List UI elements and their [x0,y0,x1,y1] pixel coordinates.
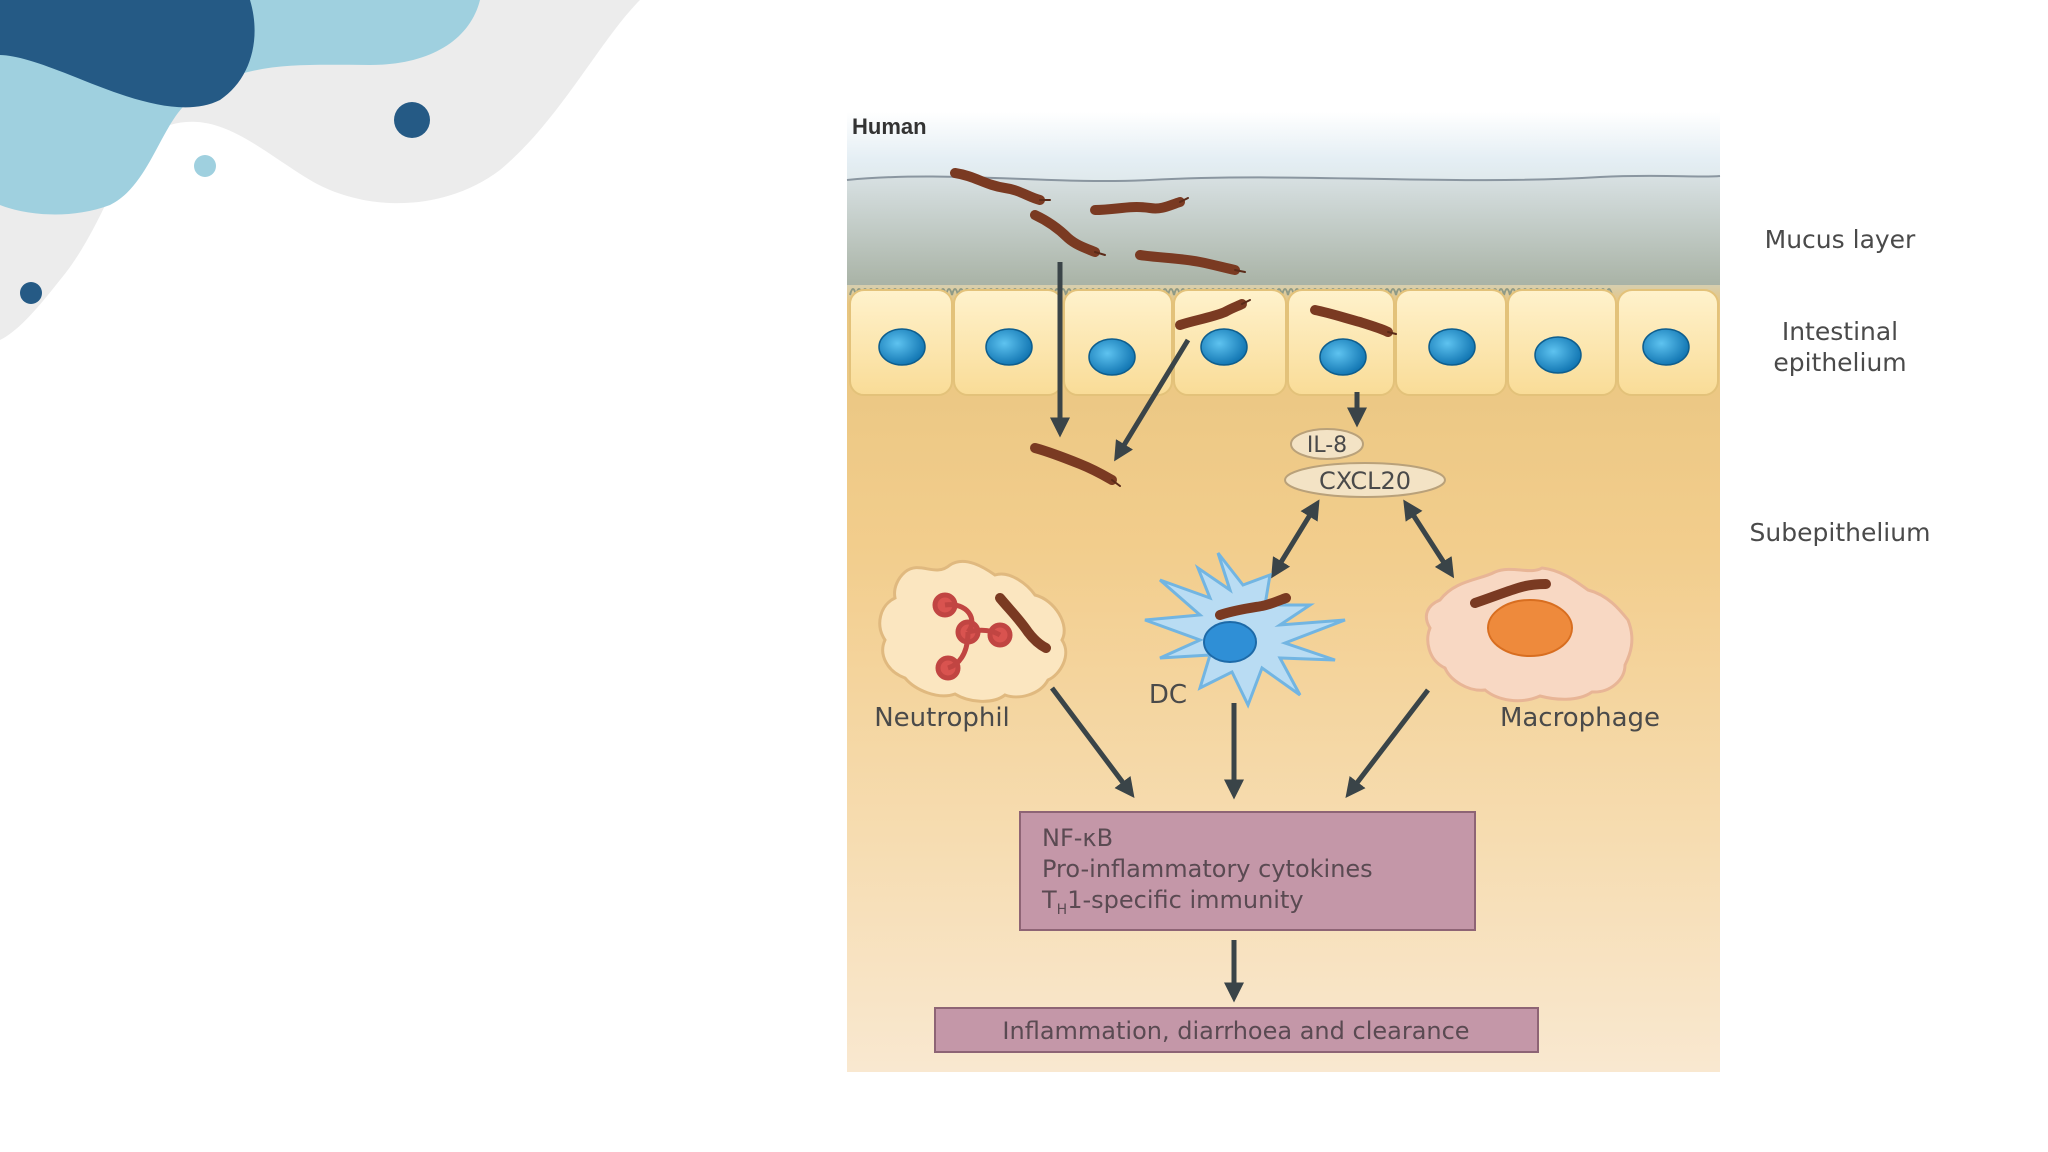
th1-subscript: H [1057,902,1068,918]
decorative-corner-blobs [0,0,640,340]
arrow-macrophage-to-response [1345,688,1430,798]
cxcl20-oval [1284,462,1446,498]
nucleus [878,328,926,366]
macrophage-cell [1424,566,1634,703]
bacterium [1090,197,1189,215]
macrophage-nucleus [1487,599,1573,657]
bacterium [1135,250,1246,275]
dark-blue-dot-large [394,102,430,138]
subepithelium-label: Subepithelium [1750,518,1931,547]
cxcl20-label: CXCL20 [1319,467,1411,495]
epithelium-label-line2: epithelium [1773,348,1906,377]
response-line-nfkb: NF-κB [1042,824,1113,852]
response-box [1019,811,1476,931]
response-line-cytokines: Pro-inflammatory cytokines [1042,855,1373,883]
dendritic-cell [1144,552,1346,709]
neutrophil-bacterium [995,593,1051,653]
bacterium [950,168,1051,205]
dc-label: DC [1149,680,1187,710]
response-line-th1: TH1-specific immunity [1041,886,1304,918]
species-label: Human [852,114,927,139]
nucleus [1642,328,1690,366]
mucus-surface-line [846,174,1721,183]
mucus-layer-label: Mucus layer [1765,225,1916,254]
mucus-layer [847,175,1720,285]
arrow-epithelium-to-subepithelium [1114,338,1191,462]
epithelial-cells [849,289,1719,396]
dark-blue-blob [0,0,255,108]
th1-prefix: T [1041,886,1057,914]
light-blue-dot [194,155,216,177]
bacterium [1175,299,1251,330]
arrow-neutrophil-to-response [1050,686,1135,798]
nucleus [985,328,1033,366]
bacterium [1030,443,1121,487]
neutrophil-label: Neutrophil [874,703,1010,733]
signal-arrows [1050,686,1430,1003]
macrophage-label: Macrophage [1500,703,1660,733]
dc-bacterium [1215,593,1291,620]
th1-suffix: 1-specific immunity [1067,886,1303,914]
arrow-chemokines-dc [1271,499,1320,579]
nucleus [1534,336,1582,374]
dark-blue-dot-small [20,282,42,304]
bacterium [1310,305,1397,337]
arrow-chemokines-macrophage [1403,499,1455,579]
bacteria [950,168,1397,487]
il8-label: IL-8 [1307,433,1347,458]
epithelial-nuclei [878,328,1690,376]
invasion-arrows [1050,262,1367,462]
epithelium-label-line1: Intestinal [1782,317,1898,346]
nucleus [1088,338,1136,376]
il8-oval [1290,428,1364,460]
macrophage-bacterium [1470,579,1551,608]
outcome-box [934,1007,1539,1053]
nucleus [1319,338,1367,376]
bacterium [1030,210,1106,257]
nucleus [1428,328,1476,366]
dc-nucleus [1203,621,1257,663]
neutrophil-cell [878,559,1068,703]
neutrophil-nucleus [932,592,1013,681]
nucleus [1200,328,1248,366]
outcome-label: Inflammation, diarrhoea and clearance [1002,1017,1469,1045]
recruitment-arrows [1271,499,1455,579]
